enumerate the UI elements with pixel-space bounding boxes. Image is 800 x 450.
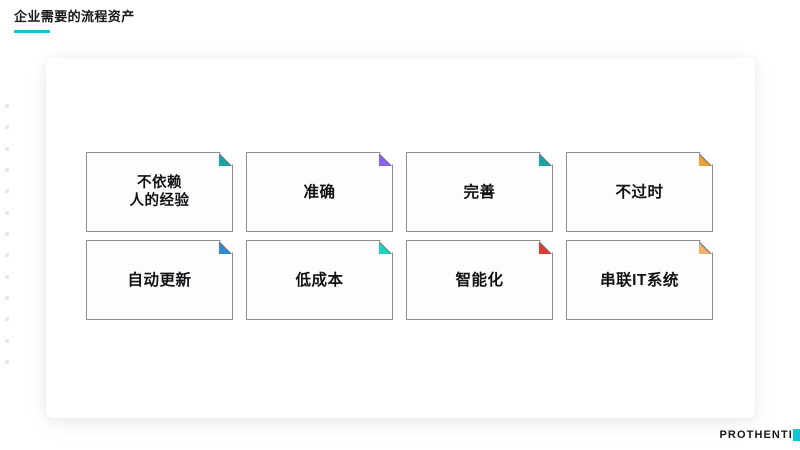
decorative-dot <box>5 231 9 236</box>
folded-corner-icon <box>539 153 552 166</box>
folded-corner-icon <box>219 241 232 254</box>
folded-corner-icon <box>379 153 392 166</box>
title-accent-rule <box>14 30 50 33</box>
note-card-label: 自动更新 <box>127 271 192 289</box>
note-card-label: 串联IT系统 <box>600 271 679 289</box>
folded-corner-icon <box>379 241 392 254</box>
content-panel: 不依赖 人的经验 准确 完善 不过时自动更新 低成本 智能化 串联IT系统 <box>46 58 755 418</box>
decorative-dot <box>5 338 9 343</box>
decorative-dot <box>5 104 9 108</box>
note-card-grid: 不依赖 人的经验 准确 完善 不过时自动更新 低成本 智能化 串联IT系统 <box>86 152 713 320</box>
note-card[interactable]: 完善 <box>406 152 553 232</box>
decorative-dot <box>5 359 9 364</box>
note-card-label: 准确 <box>303 183 336 201</box>
note-card[interactable]: 自动更新 <box>86 240 233 320</box>
decorative-dot <box>5 146 9 151</box>
note-card-label: 智能化 <box>455 271 504 289</box>
folded-corner-icon <box>699 241 712 254</box>
decorative-dot <box>5 274 9 279</box>
note-card-label: 完善 <box>463 183 496 201</box>
note-card-label: 不过时 <box>615 183 664 201</box>
note-card[interactable]: 串联IT系统 <box>566 240 713 320</box>
decorative-dot <box>5 295 9 300</box>
note-card[interactable]: 准确 <box>246 152 393 232</box>
note-card[interactable]: 低成本 <box>246 240 393 320</box>
brand-accent-letter: C <box>792 429 800 441</box>
page-title: 企业需要的流程资产 <box>14 9 135 24</box>
decorative-dot <box>5 210 9 215</box>
decorative-dot <box>5 167 9 172</box>
folded-corner-icon <box>699 153 712 166</box>
note-card-label: 低成本 <box>295 271 344 289</box>
note-card[interactable]: 不依赖 人的经验 <box>86 152 233 232</box>
decorative-dot <box>5 253 9 258</box>
decorative-dot <box>5 189 9 194</box>
note-card[interactable]: 不过时 <box>566 152 713 232</box>
brand-name: PROTHENTI <box>719 429 793 441</box>
note-card-label: 不依赖 人的经验 <box>129 175 190 209</box>
folded-corner-icon <box>219 153 232 166</box>
brand-logo: PROTHENTIC <box>719 429 800 441</box>
decorative-dot-rail <box>4 104 10 364</box>
folded-corner-icon <box>539 241 552 254</box>
decorative-dot <box>5 317 9 322</box>
note-card[interactable]: 智能化 <box>406 240 553 320</box>
slide-header: 企业需要的流程资产 <box>14 9 434 33</box>
decorative-dot <box>5 125 9 130</box>
